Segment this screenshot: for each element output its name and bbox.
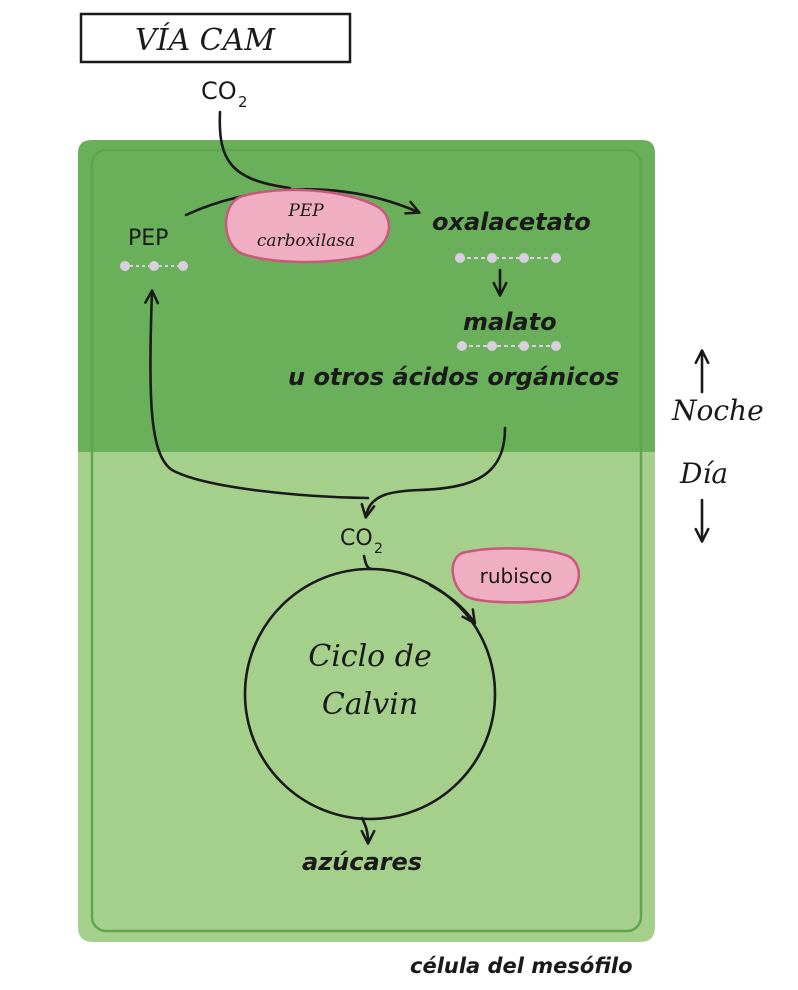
co2-mid-label: CO <box>340 526 373 551</box>
malate-molecule <box>457 341 561 351</box>
rubisco-enzyme: rubisco <box>451 547 580 604</box>
co2-into-calvin-arrow <box>362 554 374 571</box>
day-label: Día <box>679 457 728 490</box>
oxaloacetate-label: oxalacetato <box>432 208 591 236</box>
calvin-cycle-direction-arrow <box>428 583 477 625</box>
calvin-line1: Ciclo de <box>308 639 432 674</box>
night-label: Noche <box>671 394 764 427</box>
enzyme-1-line2: carboxilasa <box>257 231 355 251</box>
pep-label: PEP <box>128 226 168 251</box>
co2-entry-arrow <box>218 110 292 190</box>
time-indicator: Noche Día <box>671 349 764 543</box>
calvin-to-sugars-arrow <box>360 816 376 845</box>
night-zone <box>78 140 655 452</box>
co2-top-label: CO <box>201 77 237 105</box>
title-text: VÍA CAM <box>135 22 276 58</box>
co2-mid-subscript: 2 <box>374 541 383 557</box>
malate-label: malato <box>463 308 557 336</box>
malate-to-co2-arrow <box>360 426 507 519</box>
regeneration-arrow-to-pep <box>144 289 370 500</box>
calvin-cycle: Ciclo de Calvin <box>243 554 497 845</box>
co2-top-subscript: 2 <box>238 93 248 111</box>
pep-carboxylase-enzyme: PEP carboxilasa <box>224 188 391 264</box>
sugars-label: azúcares <box>302 848 422 876</box>
cell-caption: célula del mesófilo <box>410 954 633 978</box>
enzyme-2-label: rubisco <box>480 564 553 588</box>
cell-inner-border <box>90 148 643 933</box>
calvin-line2: Calvin <box>322 687 418 722</box>
enzyme-1-line1: PEP <box>287 201 324 221</box>
other-acids-label: u otros ácidos orgánicos <box>288 363 619 391</box>
title-box: VÍA CAM <box>79 12 352 64</box>
pep-molecule <box>120 261 188 271</box>
oxaloacetate-molecule <box>455 253 561 263</box>
